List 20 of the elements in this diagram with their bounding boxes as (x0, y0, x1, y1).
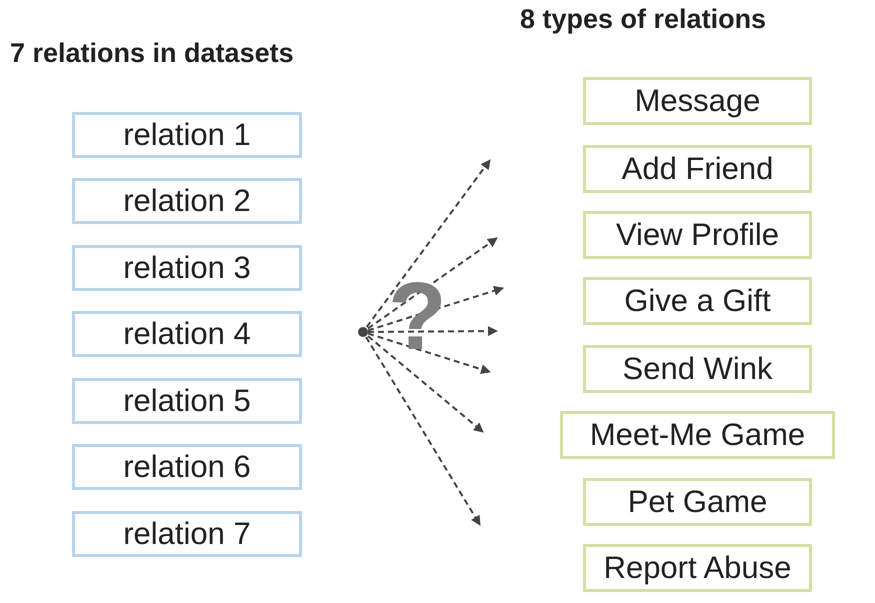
relation-box: relation 5 (72, 378, 302, 424)
heading: 7 relations in datasets (10, 38, 294, 69)
relation-type-box: Add Friend (583, 145, 812, 193)
relation-box: relation 7 (72, 511, 302, 557)
relation-type-box: Send Wink (583, 345, 812, 393)
arrow (367, 335, 484, 433)
relation-box: relation 4 (72, 311, 302, 357)
relation-type-box: View Profile (583, 211, 812, 259)
relation-type-box: Message (583, 77, 812, 125)
arrow (365, 336, 481, 526)
relation-box: relation 1 (72, 112, 302, 158)
relation-type-box: Give a Gift (583, 277, 812, 325)
relation-box: relation 6 (72, 444, 302, 490)
relation-type-box: Report Abuse (583, 544, 812, 592)
junction-dot (358, 327, 368, 337)
heading: 8 types of relations (520, 4, 766, 35)
relation-box: relation 2 (72, 178, 302, 224)
relation-type-box: Meet-Me Game (560, 411, 835, 459)
relation-type-box: Pet Game (583, 478, 812, 526)
relation-box: relation 3 (72, 245, 302, 291)
